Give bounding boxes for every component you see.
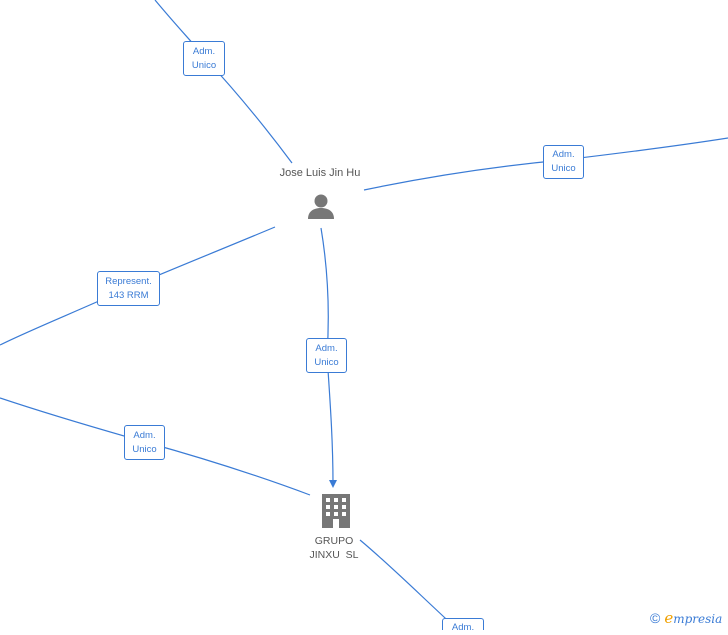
relation-label-right[interactable]: Adm. Unico [543, 145, 584, 179]
empresia-logo: empresia [664, 609, 722, 627]
edge-top-left [154, 0, 293, 164]
relation-label-line2: 143 RRM [108, 289, 149, 301]
relation-label-bottom[interactable]: Adm. [442, 618, 484, 633]
relation-label-line2: Unico [551, 163, 576, 174]
relation-label-line2: Unico [191, 59, 217, 71]
relation-label-line1: Adm. [451, 622, 475, 633]
relation-label-line1: Adm. [552, 149, 575, 160]
relation-label-line1: Adm. [192, 45, 216, 57]
brand-watermark: © empresia [650, 608, 722, 628]
building-icon[interactable] [322, 494, 350, 528]
company-name-line2: JINXU SL [309, 549, 359, 561]
relation-label-line1: Adm. [133, 429, 156, 441]
relation-label-line1: Represent. [105, 275, 152, 287]
relation-label-line2: Unico [314, 356, 339, 368]
relation-label-represent[interactable]: Represent. 143 RRM [97, 271, 160, 306]
relation-label-top-left[interactable]: Adm. Unico [183, 41, 225, 76]
relation-label-line1: Adm. [315, 342, 338, 354]
logo-initial: e [664, 609, 674, 627]
relation-label-lower-left[interactable]: Adm. Unico [124, 425, 165, 460]
person-icon[interactable] [308, 194, 334, 220]
company-node-name[interactable]: GRUPO JINXU SL [296, 534, 372, 562]
person-node-name[interactable]: Jose Luis Jin Hu [279, 167, 361, 179]
edge-bottom [359, 539, 459, 630]
logo-text: mpresia [673, 612, 723, 626]
relation-label-line2: Unico [132, 443, 157, 455]
relation-label-center[interactable]: Adm. Unico [306, 338, 347, 373]
company-name-line1: GRUPO [314, 535, 354, 547]
copyright-symbol: © [650, 610, 661, 626]
